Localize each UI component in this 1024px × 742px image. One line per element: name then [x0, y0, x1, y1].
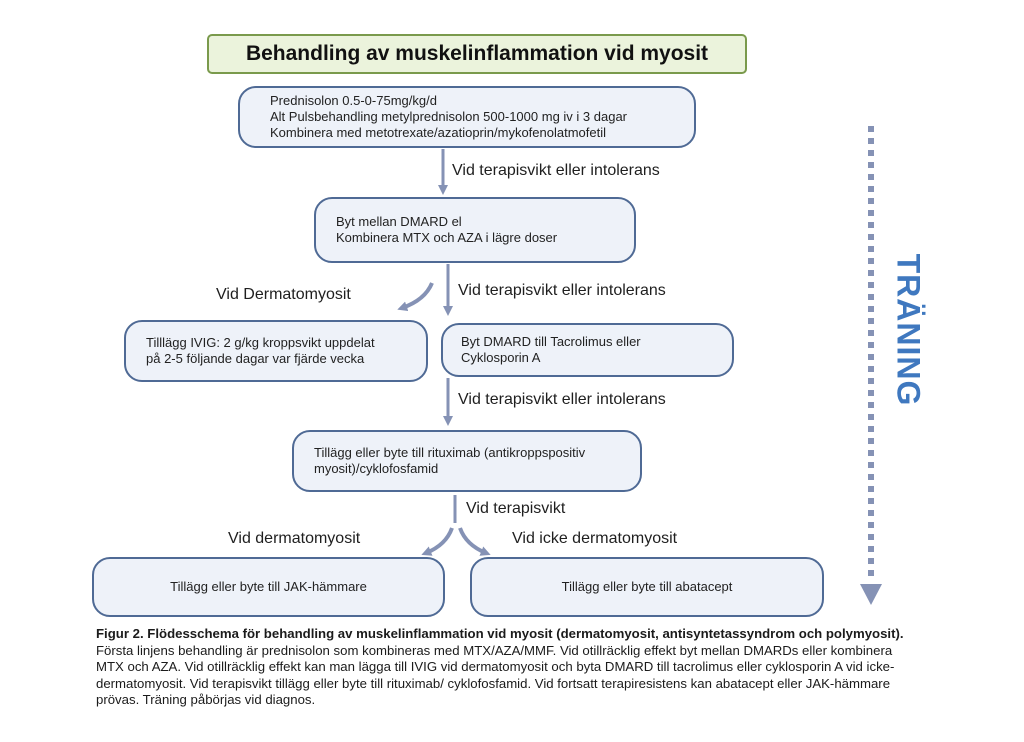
node-first-line: Prednisolon 0.5-0-75mg/kg/d Alt Pulsbeha…	[238, 86, 696, 148]
arrow-switch-to-ivig	[397, 282, 434, 312]
caption-text: Första linjens behandling är prednisolon…	[96, 642, 895, 708]
node-line: Tilllägg IVIG: 2 g/kg kroppsvikt uppdela…	[146, 335, 375, 350]
arrow-to-abatacept	[458, 527, 491, 556]
edge-label-dermatomyositis-upper: Vid Dermatomyosit	[216, 286, 351, 303]
node-ivig: Tilllägg IVIG: 2 g/kg kroppsvikt uppdela…	[124, 320, 428, 382]
edge-label-failure-2: Vid terapisvikt eller intolerans	[458, 282, 666, 299]
edge-label-failure-3: Vid terapisvikt eller intolerans	[458, 391, 666, 408]
node-tacrolimus: Byt DMARD till Tacrolimus eller Cyklospo…	[441, 323, 734, 377]
node-jak: Tillägg eller byte till JAK-hämmare	[92, 557, 445, 617]
node-line: Kombinera med metotrexate/azatioprin/myk…	[270, 125, 606, 140]
figure-caption: Figur 2. Flödesschema för behandling av …	[96, 626, 916, 709]
training-arrowhead-icon	[860, 584, 882, 605]
edge-label-failure-1: Vid terapisvikt eller intolerans	[452, 162, 660, 179]
node-line: myosit)/cyklofosfamid	[314, 461, 439, 476]
node-line: Alt Pulsbehandling metylprednisolon 500-…	[270, 109, 627, 124]
caption-title: Figur 2. Flödesschema för behandling av …	[96, 626, 904, 641]
edge-label-therapy-failure: Vid terapisvikt	[466, 500, 566, 517]
node-line: Tillägg eller byte till rituximab (antik…	[314, 445, 586, 460]
node-line: Prednisolon 0.5-0-75mg/kg/d	[270, 93, 437, 108]
node-line: Cyklosporin A	[461, 350, 541, 365]
node-line: Tillägg eller byte till JAK-hämmare	[170, 579, 367, 594]
node-line: Byt mellan DMARD el	[336, 214, 462, 229]
node-rituximab: Tillägg eller byte till rituximab (antik…	[292, 430, 642, 492]
node-line: Tillägg eller byte till abatacept	[561, 579, 733, 594]
node-line: på 2-5 följande dagar var fjärde vecka	[146, 351, 365, 366]
node-switch-dmard: Byt mellan DMARD el Kombinera MTX och AZ…	[314, 197, 636, 263]
node-line: Kombinera MTX och AZA i lägre doser	[336, 230, 558, 245]
training-label-container: TRÄNING	[888, 245, 928, 415]
node-line: Byt DMARD till Tacrolimus eller	[461, 334, 641, 349]
edge-label-dermatomyositis-lower: Vid dermatomyosit	[228, 530, 361, 547]
edge-label-non-dermatomyositis: Vid icke dermatomyosit	[512, 530, 678, 547]
node-abatacept: Tillägg eller byte till abatacept	[470, 557, 824, 617]
arrow-to-jak	[421, 527, 454, 556]
training-label: TRÄNING	[890, 253, 927, 407]
diagram-title: Behandling av muskelinflammation vid myo…	[207, 34, 747, 74]
